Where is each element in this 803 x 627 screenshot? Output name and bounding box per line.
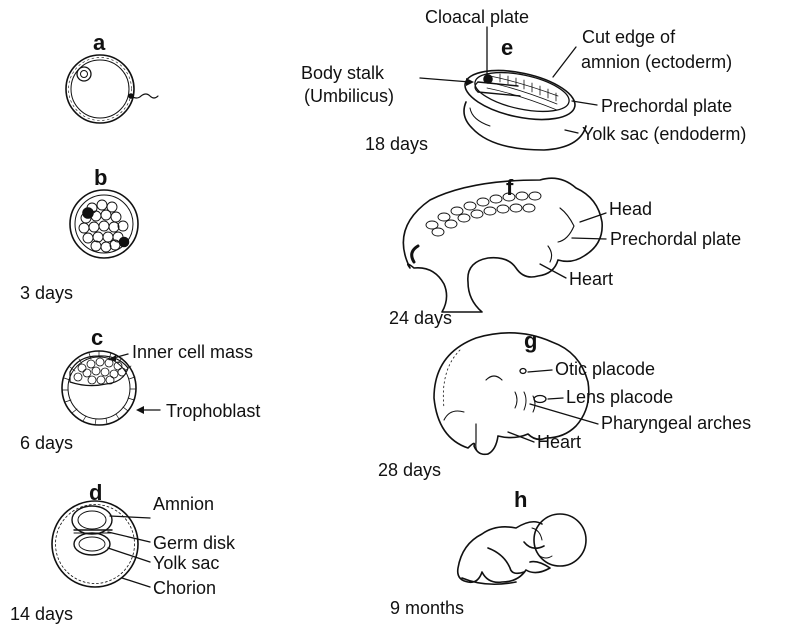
label-germ-disk: Germ disk bbox=[153, 533, 235, 553]
panel-letter-h: h bbox=[514, 489, 527, 511]
label-prechordal-plate-e: Prechordal plate bbox=[601, 96, 732, 116]
age-label-h: 9 months bbox=[390, 598, 464, 618]
label-yolk-sac-d: Yolk sac bbox=[153, 553, 219, 573]
embryo-24-days-drawing bbox=[403, 178, 606, 312]
label-prechordal-plate-f: Prechordal plate bbox=[610, 229, 741, 249]
panel-letter-d: d bbox=[89, 482, 102, 504]
panel-letter-a: a bbox=[93, 32, 105, 54]
label-amnion: Amnion bbox=[153, 494, 214, 514]
label-body-stalk: Body stalk bbox=[301, 63, 384, 83]
label-heart-f: Heart bbox=[569, 269, 613, 289]
age-label-d: 14 days bbox=[10, 604, 73, 624]
label-cloacal-plate: Cloacal plate bbox=[425, 7, 529, 27]
label-head: Head bbox=[609, 199, 652, 219]
panel-letter-g: g bbox=[524, 330, 537, 352]
label-pharyngeal-arches: Pharyngeal arches bbox=[601, 413, 751, 433]
age-label-f: 24 days bbox=[389, 308, 452, 328]
label-inner-cell-mass: Inner cell mass bbox=[132, 342, 253, 362]
label-cut-edge-of: Cut edge of bbox=[582, 27, 675, 47]
label-lens-placode: Lens placode bbox=[566, 387, 673, 407]
panel-letter-f: f bbox=[506, 177, 513, 199]
morula-drawing bbox=[70, 190, 138, 258]
age-label-g: 28 days bbox=[378, 460, 441, 480]
label-trophoblast: Trophoblast bbox=[166, 401, 260, 421]
panel-letter-e: e bbox=[501, 37, 513, 59]
label-yolk-sac-endoderm: Yolk sac (endoderm) bbox=[582, 124, 746, 144]
label-chorion: Chorion bbox=[153, 578, 216, 598]
panel-letter-c: c bbox=[91, 327, 103, 349]
bilaminar-embryo-drawing bbox=[52, 501, 150, 587]
label-heart-g: Heart bbox=[537, 432, 581, 452]
panel-letter-b: b bbox=[94, 167, 107, 189]
label-amnion-ectoderm: amnion (ectoderm) bbox=[581, 52, 732, 72]
fetus-9-months-drawing bbox=[458, 514, 586, 584]
age-label-e: 18 days bbox=[365, 134, 428, 154]
blastocyst-drawing bbox=[62, 351, 160, 425]
oocyte-drawing bbox=[66, 55, 158, 123]
label-umbilicus: (Umbilicus) bbox=[304, 86, 394, 106]
age-label-c: 6 days bbox=[20, 433, 73, 453]
age-label-b: 3 days bbox=[20, 283, 73, 303]
label-otic-placode: Otic placode bbox=[555, 359, 655, 379]
